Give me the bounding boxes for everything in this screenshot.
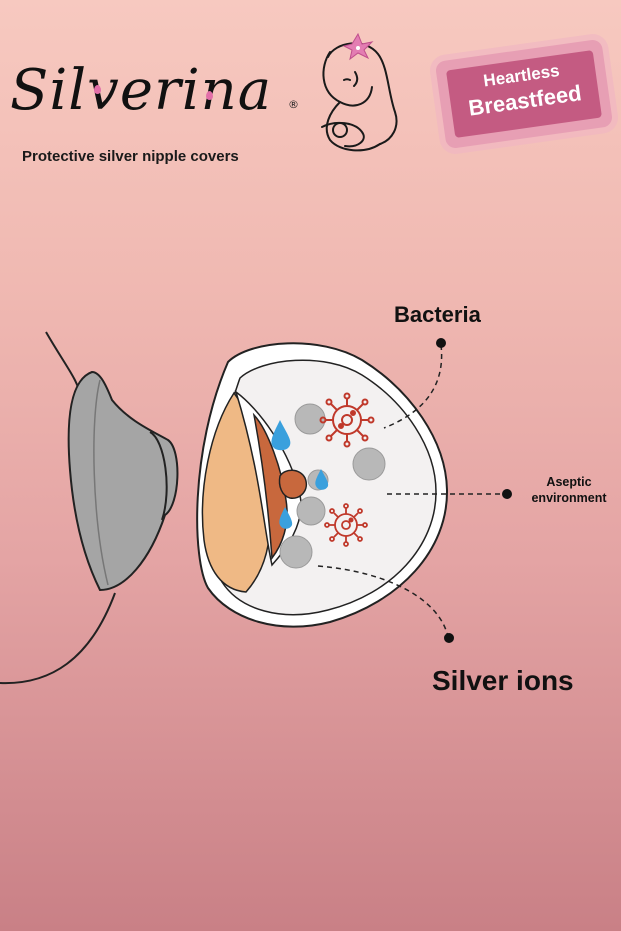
aseptic-leader-dot: [502, 489, 512, 499]
silver-ion-icon: [352, 447, 386, 481]
silver-leader-dot: [444, 633, 454, 643]
registered-mark: ®: [288, 98, 299, 111]
grey-shield-icon: [67, 370, 179, 592]
logo-pink-drop-icon: [94, 85, 101, 94]
silver-leader-line: [317, 565, 449, 638]
brand-tagline: Protective silver nipple covers: [22, 148, 239, 165]
bacteria-leader-line: [383, 344, 443, 429]
brand-logo: Silverina ®: [10, 58, 300, 138]
bacteria-label: Bacteria: [394, 302, 481, 327]
water-drop-icon: [315, 469, 329, 490]
aseptic-label-line2: environment: [531, 491, 607, 505]
logo-pink-drop-icon: [206, 91, 213, 100]
water-drop-icon: [279, 507, 293, 529]
silver-ion-icon: [279, 535, 313, 569]
silver-cover-diagram: [0, 331, 512, 685]
breast-outline: [45, 331, 81, 396]
aseptic-environment-label: Aseptic environment: [520, 474, 618, 506]
brand-name: Silverina: [10, 58, 273, 123]
silver-cover-icon: [196, 342, 449, 628]
bacteria-icon: [324, 503, 368, 547]
bacteria-leader-dot: [436, 338, 446, 348]
silver-ion-icon: [296, 496, 326, 526]
breast-outline-lower: [0, 592, 116, 685]
aseptic-label-line1: Aseptic: [546, 475, 592, 489]
heartless-breastfeed-badge: Heartless Breastfeed: [434, 38, 614, 150]
lily-flower-icon: [342, 32, 374, 61]
bacteria-icon: [319, 392, 375, 448]
silver-ions-label: Silver ions: [432, 665, 574, 696]
woman-breastfeeding-icon: [321, 32, 398, 152]
water-drop-icon: [271, 420, 291, 451]
